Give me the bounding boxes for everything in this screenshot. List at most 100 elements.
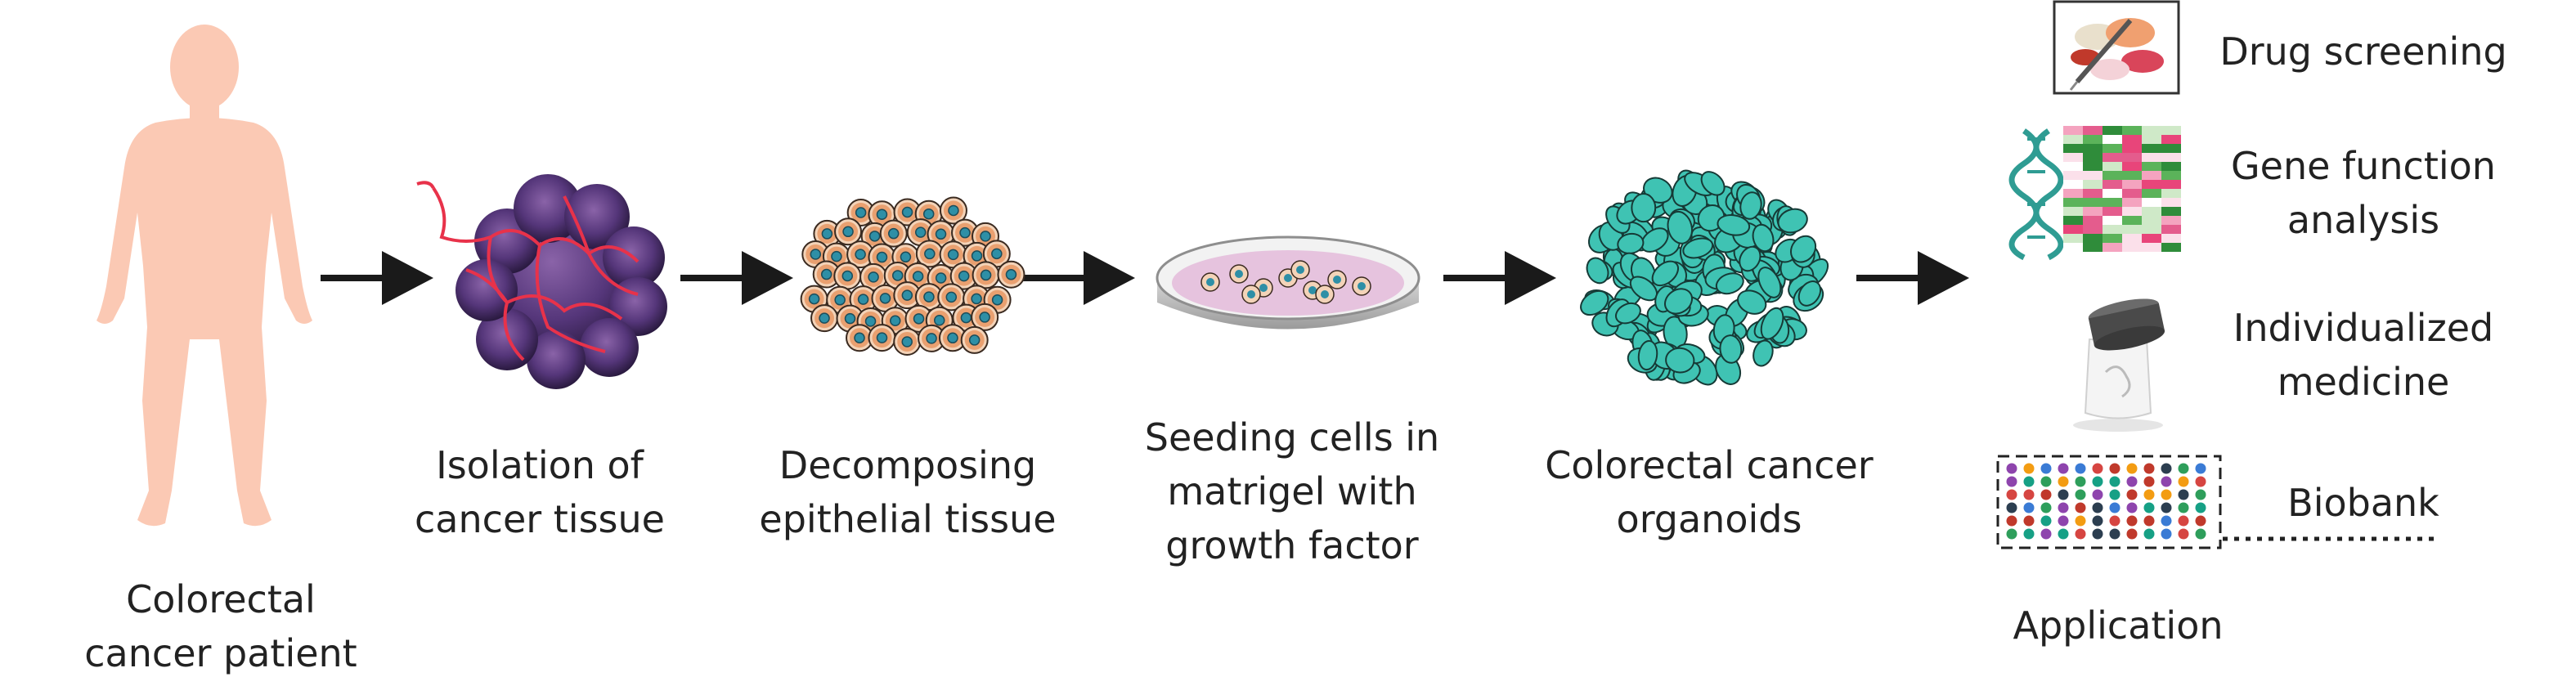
organoid-cell: [1777, 208, 1808, 234]
well: [2126, 515, 2138, 527]
heatmap-cell: [2083, 207, 2103, 216]
organoid-cell: [1752, 223, 1775, 253]
well: [2075, 463, 2086, 474]
epithelial-cell: [800, 285, 828, 313]
well: [2143, 502, 2155, 513]
heatmap-cell: [2083, 198, 2103, 207]
organoid-cell: [1739, 191, 1762, 220]
arrow-right-icon: [680, 251, 793, 305]
well: [2178, 489, 2189, 500]
well: [2143, 463, 2155, 474]
organoid-cell: [1757, 267, 1782, 298]
organoid-cell: [1664, 288, 1694, 315]
well: [2092, 528, 2103, 540]
well: [2040, 476, 2052, 487]
heatmap-cell: [2103, 135, 2122, 144]
well: [2109, 489, 2120, 500]
heatmap-cell: [2122, 225, 2142, 234]
epithelial-cell: [834, 217, 863, 246]
well: [2023, 502, 2035, 513]
heatmap-cell: [2161, 180, 2181, 189]
well: [2143, 476, 2155, 487]
well: [2195, 515, 2206, 527]
well: [2006, 502, 2017, 513]
heatmap-cell: [2142, 189, 2161, 198]
heatmap-cell: [2142, 135, 2161, 144]
patient-silhouette-icon: [96, 25, 312, 527]
heatmap-cell: [2103, 216, 2122, 225]
epithelial-cell: [927, 220, 955, 249]
heatmap-cell: [2122, 153, 2142, 162]
arrow-right-icon: [1856, 251, 1969, 305]
heatmap-cell: [2161, 216, 2181, 225]
epithelial-cell: [881, 307, 909, 335]
well: [2109, 528, 2120, 540]
heatmap-cell: [2103, 180, 2122, 189]
tumor-tissue-icon: [416, 174, 667, 389]
heatmap-cell: [2122, 180, 2142, 189]
well: [2195, 502, 2206, 513]
heatmap-cell: [2063, 243, 2083, 252]
heatmap-cell: [2083, 162, 2103, 171]
heatmap-cell: [2142, 180, 2161, 189]
well: [2109, 463, 2120, 474]
well: [2109, 476, 2120, 487]
well: [2109, 502, 2120, 513]
heatmap-cell: [2103, 189, 2122, 198]
heatmap-cell: [2142, 126, 2161, 135]
heatmap-cell: [2161, 198, 2181, 207]
heatmap-cell: [2122, 144, 2142, 153]
dna-heatmap-icon: [2008, 126, 2181, 261]
epithelial-cell: [949, 262, 978, 290]
heatmap-cell: [2063, 189, 2083, 198]
well: [2040, 528, 2052, 540]
heatmap-cell: [2142, 171, 2161, 180]
arrow-right-icon: [321, 251, 433, 305]
well: [2058, 463, 2069, 474]
well-plate-icon: [1996, 455, 2222, 549]
heatmap-cell: [2142, 153, 2161, 162]
well: [2023, 463, 2035, 474]
well: [2143, 489, 2155, 500]
well: [2092, 489, 2103, 500]
organoid-cell: [1682, 237, 1714, 259]
well: [2178, 528, 2189, 540]
heatmap-cell: [2063, 225, 2083, 234]
heatmap-cell: [2063, 126, 2083, 135]
well: [2092, 515, 2103, 527]
epithelial-cell: [879, 219, 908, 248]
well: [2023, 476, 2035, 487]
heatmap-cell: [2103, 153, 2122, 162]
heatmap-cell: [2122, 207, 2142, 216]
pills-syringe-icon: [2053, 0, 2180, 95]
well: [2040, 489, 2052, 500]
well: [2126, 489, 2138, 500]
heatmap-cell: [2161, 243, 2181, 252]
well: [2075, 515, 2086, 527]
heatmap-cell: [2083, 189, 2103, 198]
organoid-cell: [1700, 171, 1726, 196]
well: [2195, 489, 2206, 500]
organoid-cell: [1637, 339, 1658, 371]
heatmap-cell: [2161, 234, 2181, 243]
epithelial-cell: [972, 222, 1000, 250]
heatmap-cell: [2103, 162, 2122, 171]
well: [2178, 463, 2189, 474]
epithelial-cell: [937, 283, 966, 312]
heatmap-cell: [2122, 189, 2142, 198]
heatmap-cell: [2083, 126, 2103, 135]
well: [2161, 489, 2172, 500]
heatmap-cell: [2083, 225, 2103, 234]
heatmap-cell: [2122, 216, 2142, 225]
well: [2092, 476, 2103, 487]
heatmap-cell: [2103, 207, 2122, 216]
heatmap-cell: [2161, 144, 2181, 153]
organoid-icon: [1580, 169, 1829, 386]
well: [2006, 515, 2017, 527]
seeded-cell: [1241, 285, 1261, 304]
heatmap-cell: [2063, 171, 2083, 180]
seeded-cell: [1352, 276, 1371, 296]
